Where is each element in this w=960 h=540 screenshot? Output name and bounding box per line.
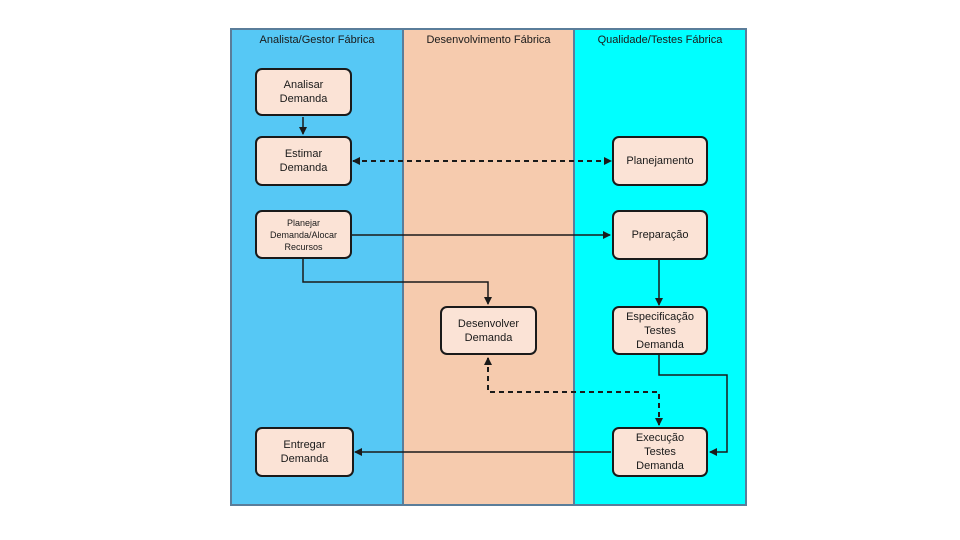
node-planejamento[interactable]: Planejamento bbox=[612, 136, 708, 186]
node-estimar-demanda[interactable]: Estimar Demanda bbox=[255, 136, 352, 186]
node-planejar-demanda[interactable]: Planejar Demanda/Alocar Recursos bbox=[255, 210, 352, 259]
node-execucao-testes[interactable]: Execução Testes Demanda bbox=[612, 427, 708, 477]
arrow-planejar-desenvolver bbox=[302, 259, 492, 305]
lane-title-analista: Analista/Gestor Fábrica bbox=[259, 34, 375, 46]
node-desenvolver-demanda[interactable]: Desenvolver Demanda bbox=[440, 306, 537, 355]
node-especificacao-testes[interactable]: Especificação Testes Demanda bbox=[612, 306, 708, 355]
lane-qualidade: Qualidade/Testes Fábrica bbox=[573, 28, 747, 506]
arrow-desenvolver-execucao bbox=[484, 357, 663, 426]
node-entregar-demanda[interactable]: Entregar Demanda bbox=[255, 427, 354, 477]
node-preparacao[interactable]: Preparação bbox=[612, 210, 708, 260]
lane-title-desenvolvimento: Desenvolvimento Fábrica bbox=[426, 34, 551, 46]
node-analisar-demanda[interactable]: Analisar Demanda bbox=[255, 68, 352, 116]
lane-desenvolvimento: Desenvolvimento Fábrica bbox=[402, 28, 575, 506]
lane-title-qualidade: Qualidade/Testes Fábrica bbox=[597, 34, 723, 46]
